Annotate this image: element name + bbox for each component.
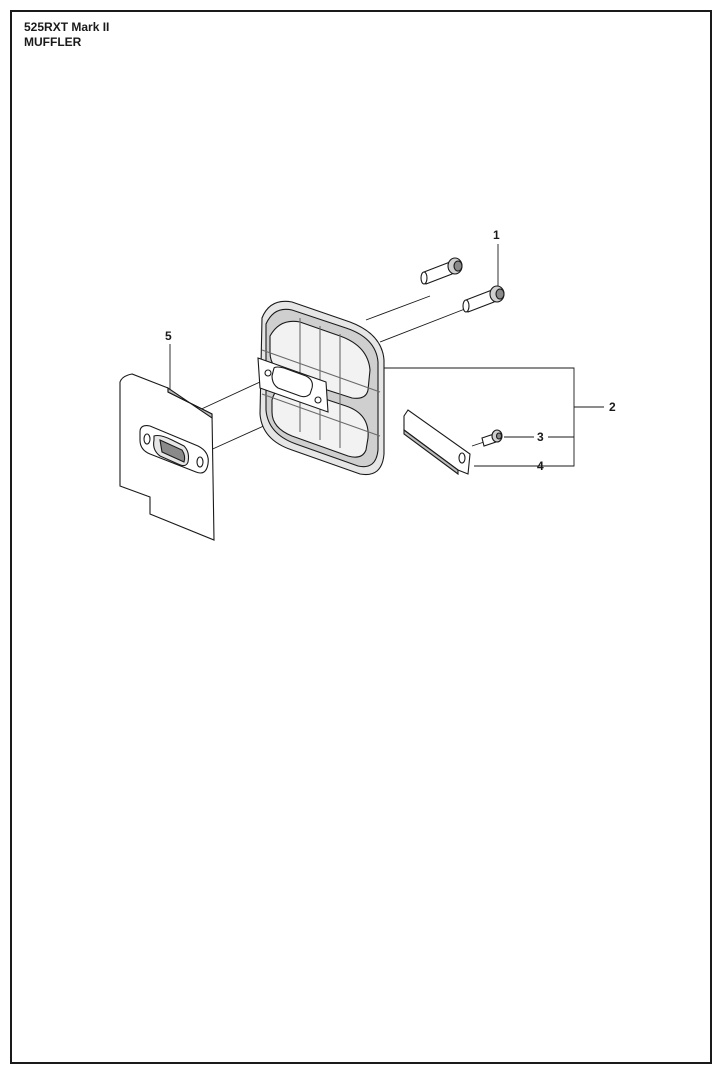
callout-5: 5 — [165, 329, 172, 343]
bolt-part — [420, 257, 463, 285]
assembly-lines — [194, 295, 491, 453]
screw-part — [481, 429, 503, 447]
callout-1: 1 — [493, 228, 500, 242]
callout-3: 3 — [537, 430, 544, 444]
model-title: 525RXT Mark II — [24, 20, 110, 34]
section-title: MUFFLER — [24, 35, 82, 49]
callout-4: 4 — [537, 459, 544, 473]
gasket-plate-part — [119, 373, 215, 541]
callout-leaders — [169, 244, 604, 467]
muffler-body-part — [257, 300, 385, 476]
bolt-part — [462, 285, 505, 313]
page-frame — [10, 10, 712, 1064]
shield-plate-part — [403, 409, 471, 476]
callout-2: 2 — [609, 400, 616, 414]
